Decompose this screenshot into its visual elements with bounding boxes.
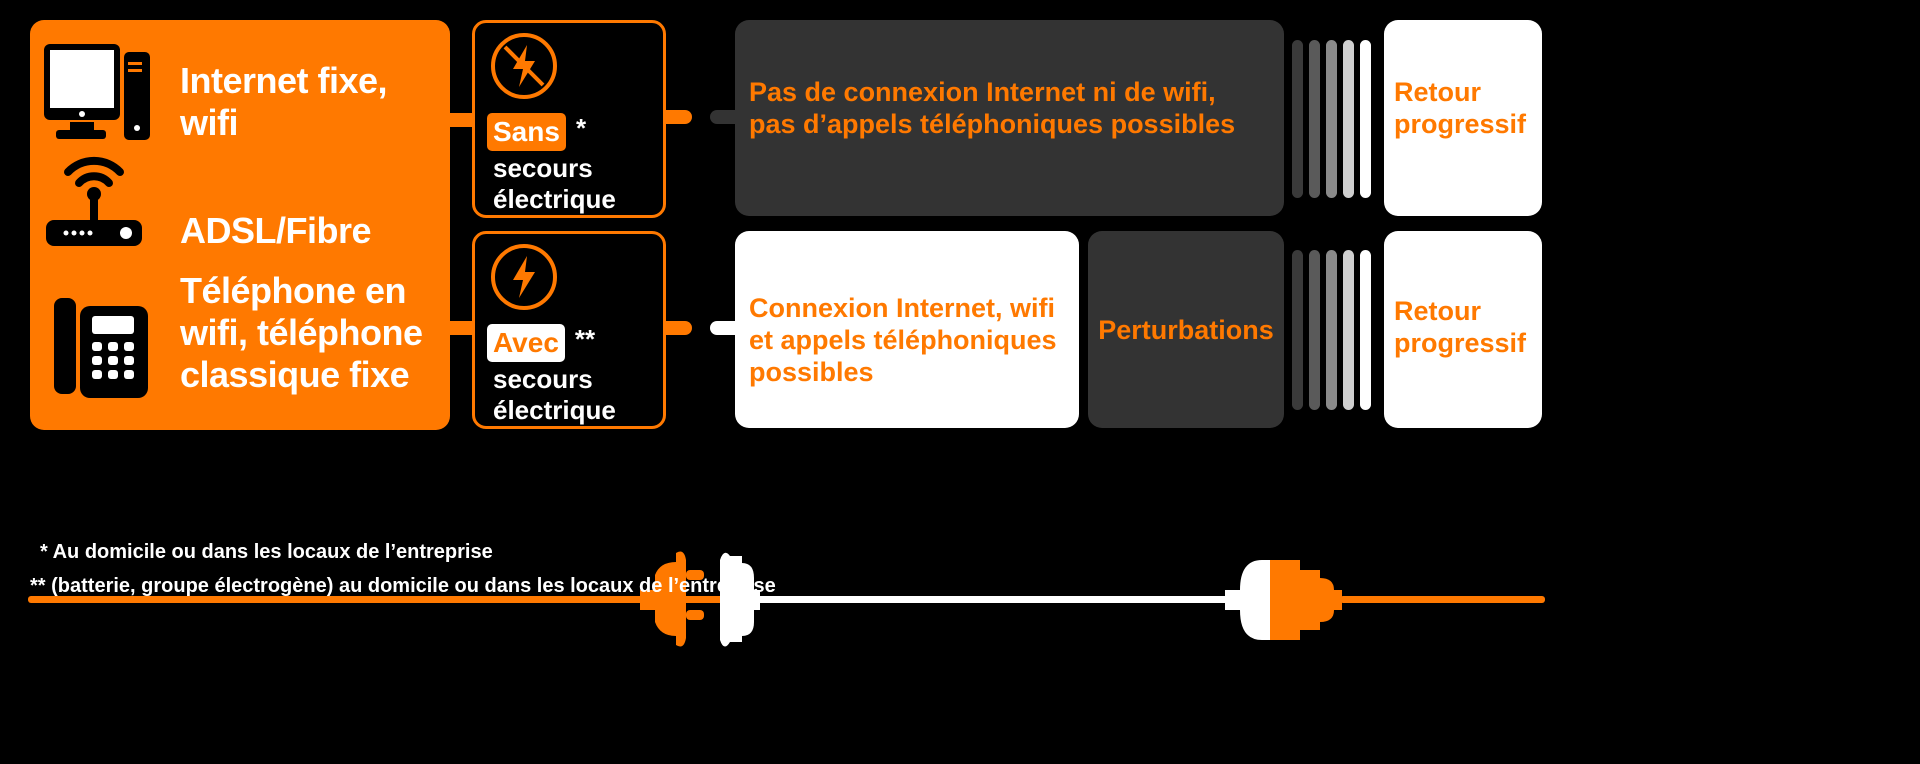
outage-status-card: Pas de connexion Internet ni de wifi, pa…	[735, 20, 1284, 216]
disturbance-card: Perturbations	[1088, 231, 1284, 428]
gradual-return-card: Retour progressif	[1384, 231, 1542, 428]
connector	[450, 113, 474, 127]
disturbance-text: Perturbations	[1098, 314, 1274, 345]
power-cable-illustration	[28, 551, 1545, 647]
footnote-1: * Au domicile ou dans les locaux de l’en…	[40, 541, 493, 563]
orange-plug-icon	[640, 551, 704, 647]
connector	[710, 321, 740, 335]
outage-status-text: Pas de connexion Internet ni de wifi, pa…	[749, 77, 1236, 139]
desktop-computer-icon	[44, 44, 150, 140]
no-backup-box: Sans * secours électrique	[472, 20, 666, 218]
connector	[450, 321, 474, 335]
connector	[666, 321, 692, 335]
footnote-mark: **	[574, 323, 596, 354]
transition-stripes	[1292, 250, 1371, 410]
adsl-label: ADSL/Fibre	[180, 210, 372, 251]
sans-tag: Sans	[487, 113, 566, 151]
avec-tag: Avec	[487, 324, 565, 362]
transition-stripes	[1292, 40, 1371, 198]
with-backup-box: Avec ** secours électrique	[472, 231, 666, 429]
gradual-return-text: Retour progressif	[1394, 295, 1527, 358]
footnote-mark: *	[575, 112, 587, 143]
orange-cable	[1340, 596, 1545, 603]
footnote-2: ** (batterie, groupe électrogène) au dom…	[30, 575, 776, 597]
internet-label: Internet fixe, wifi	[180, 60, 388, 143]
white-orange-plug-icon	[1225, 560, 1342, 640]
backup-subtitle: secours électrique	[493, 153, 616, 214]
white-cable	[755, 596, 1230, 603]
services-panel: Internet fixe, wifi ADSL/Fibre Téléphone…	[30, 20, 450, 430]
orange-cable	[28, 596, 748, 603]
connector	[710, 110, 740, 124]
desk-phone-icon	[54, 298, 148, 398]
gradual-return-card: Retour progressif	[1384, 20, 1542, 216]
phone-label: Téléphone en wifi, téléphone classique f…	[180, 270, 423, 395]
no-power-icon	[491, 33, 557, 99]
service-ok-card: Connexion Internet, wifi et appels télép…	[735, 231, 1079, 428]
router-icon	[46, 156, 142, 246]
backup-subtitle: secours électrique	[493, 364, 616, 425]
white-socket-icon	[720, 552, 760, 647]
service-ok-text: Connexion Internet, wifi et appels télép…	[749, 292, 1057, 387]
gradual-return-text: Retour progressif	[1394, 77, 1527, 139]
power-icon	[491, 244, 557, 310]
connector	[666, 110, 692, 124]
